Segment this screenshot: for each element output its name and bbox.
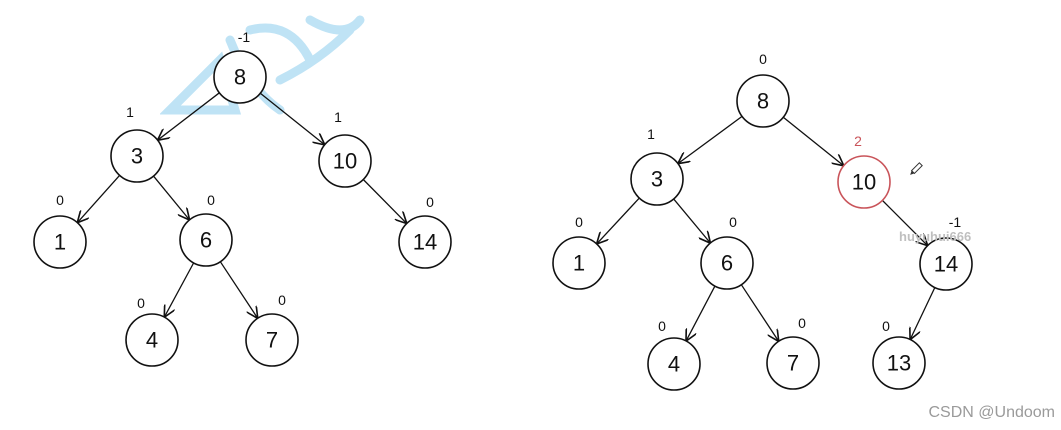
balance-factor-label: 0 — [56, 192, 64, 208]
node-circle — [837, 155, 891, 209]
balance-factor-label: -1 — [949, 214, 962, 230]
node-circle — [919, 237, 973, 291]
node-label: 6 — [721, 251, 733, 276]
balance-factor-label: 0 — [575, 214, 583, 230]
credit-watermark: CSDN @Undoom — [928, 404, 1056, 421]
edge-left-tree-10-14 — [362, 179, 406, 222]
balance-factor-label: 0 — [137, 295, 145, 311]
node-label: 3 — [651, 167, 663, 192]
node-circle — [647, 337, 701, 391]
node-label: 8 — [234, 65, 246, 90]
node-circle — [125, 313, 179, 367]
balance-factor-label: 1 — [126, 104, 134, 120]
balance-factor-label: 0 — [759, 51, 767, 67]
node-label: 10 — [852, 170, 876, 195]
balance-factor-label: 0 — [207, 192, 215, 208]
edge-right-tree-6-4 — [687, 285, 716, 340]
tree-node-right-tree-1: 10 — [552, 214, 606, 290]
edge-right-tree-3-1 — [597, 197, 640, 243]
tree-node-right-tree-8: 80 — [736, 51, 790, 128]
node-circle — [213, 50, 267, 104]
node-label: 1 — [54, 230, 66, 255]
tree-node-left-tree-4: 40 — [125, 295, 179, 367]
edge-right-tree-8-10 — [782, 116, 843, 165]
node-circle — [398, 215, 452, 269]
tree-node-left-tree-8: 8 -1 — [213, 29, 267, 104]
balance-factor-label: 0 — [798, 315, 806, 331]
node-label: 14 — [413, 230, 437, 255]
node-circle — [318, 134, 372, 188]
node-circle — [872, 336, 926, 390]
edge-left-tree-6-7 — [219, 261, 257, 318]
node-circle — [700, 236, 754, 290]
edge-right-tree-10-14 — [881, 199, 927, 245]
node-circle — [630, 152, 684, 206]
tree-node-left-tree-3: 31 — [110, 104, 164, 183]
node-circle — [766, 336, 820, 390]
edge-left-tree-3-1 — [78, 174, 121, 222]
node-label: 14 — [934, 252, 958, 277]
tree-node-right-tree-4: 40 — [647, 318, 701, 391]
balance-factor-label: -1 — [238, 29, 251, 45]
tree-node-left-tree-10: 10 1 — [318, 109, 372, 188]
edge-right-tree-3-6 — [673, 198, 710, 242]
tree-node-left-tree-7: 70 — [245, 292, 299, 367]
balance-factor-label: 0 — [426, 194, 434, 210]
node-label: 4 — [668, 352, 680, 377]
node-circle — [110, 129, 164, 183]
pencil-icon — [910, 162, 923, 175]
tree-node-right-tree-6: 60 — [700, 214, 754, 290]
tree-node-right-tree-7: 70 — [766, 315, 820, 390]
node-circle — [245, 313, 299, 367]
node-label: 7 — [266, 328, 278, 353]
node-label: 7 — [787, 351, 799, 376]
node-label: 1 — [573, 251, 585, 276]
balance-factor-label: 0 — [882, 318, 890, 334]
tree-node-left-tree-14: 14 0 — [398, 194, 452, 269]
balance-factor-label: 0 — [278, 292, 286, 308]
node-label: 3 — [131, 144, 143, 169]
edge-left-tree-8-3 — [158, 92, 220, 140]
edge-right-tree-14-13 — [911, 287, 936, 338]
tree-node-right-tree-14: 14 -1 — [919, 214, 973, 291]
balance-factor-label: 2 — [854, 133, 862, 149]
node-circle — [736, 74, 790, 128]
edge-left-tree-6-4 — [165, 262, 195, 316]
edge-left-tree-3-6 — [153, 175, 189, 219]
tree-node-right-tree-13: 13 0 — [872, 318, 926, 390]
node-circle — [179, 213, 233, 267]
node-label: 6 — [200, 228, 212, 253]
node-label: 8 — [757, 89, 769, 114]
node-label: 10 — [333, 149, 357, 174]
balance-factor-label: 0 — [729, 214, 737, 230]
tree-node-left-tree-6: 60 — [179, 192, 233, 267]
balance-factor-label: 1 — [647, 126, 655, 142]
tree-node-left-tree-1: 10 — [33, 192, 87, 269]
balance-factor-label: 1 — [334, 109, 342, 125]
tree-node-right-tree-10: 10 2 — [837, 133, 891, 209]
edge-right-tree-8-3 — [679, 115, 743, 163]
node-label: 13 — [887, 351, 911, 376]
balance-factor-label: 0 — [658, 318, 666, 334]
node-label: 4 — [146, 328, 158, 353]
node-circle — [552, 236, 606, 290]
node-circle — [33, 215, 87, 269]
tree-node-right-tree-3: 31 — [630, 126, 684, 206]
overlay-watermark: huyuhui666 — [899, 229, 971, 244]
edge-left-tree-8-10 — [259, 92, 324, 144]
edge-right-tree-6-7 — [740, 284, 778, 341]
